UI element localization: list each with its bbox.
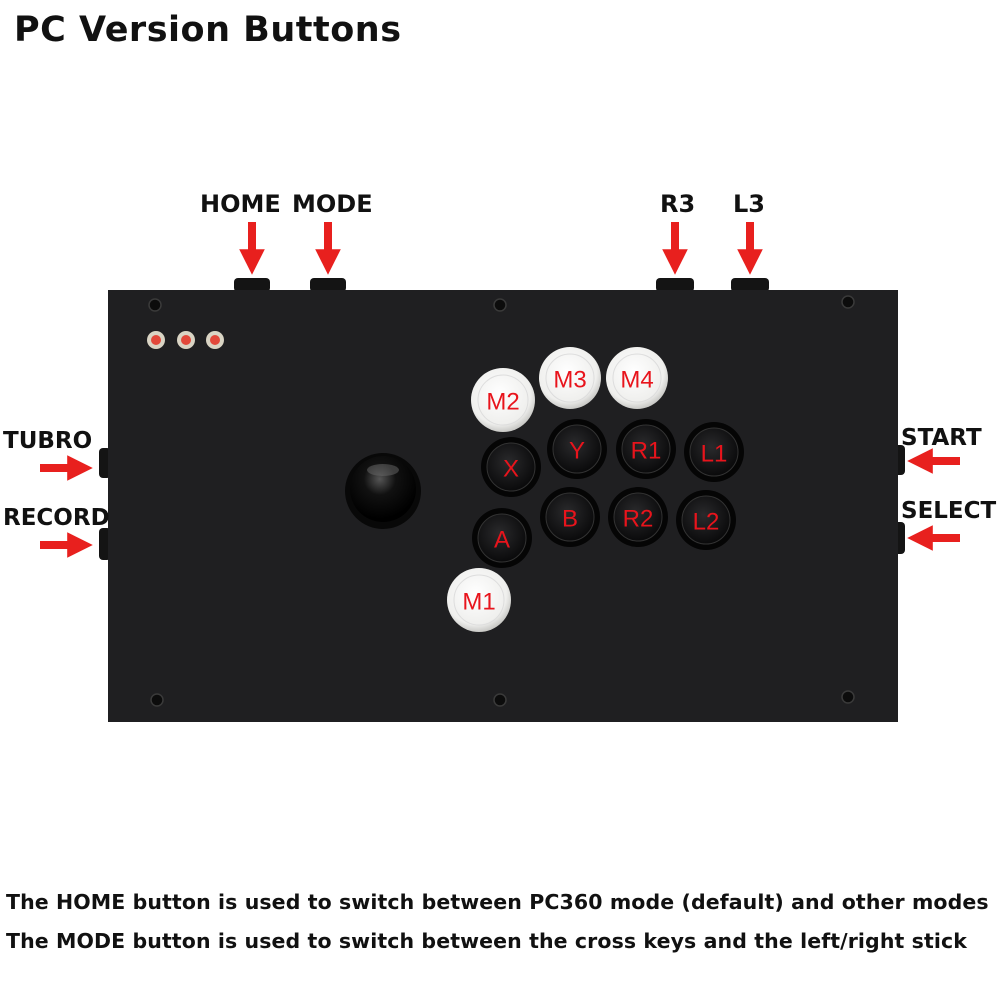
button-x[interactable]: X — [481, 437, 541, 497]
start-label: START — [901, 425, 982, 451]
button-r2[interactable]: R2 — [608, 487, 668, 547]
button-l1-label: L1 — [701, 441, 728, 468]
button-b[interactable]: B — [540, 487, 600, 547]
button-r2-label: R2 — [623, 506, 654, 533]
button-m3-label: M3 — [553, 367, 586, 394]
button-l1[interactable]: L1 — [684, 422, 744, 482]
button-x-label: X — [503, 456, 519, 483]
controller-board — [108, 290, 898, 722]
joystick[interactable] — [345, 453, 421, 529]
r3-port[interactable] — [656, 278, 694, 292]
select-label: SELECT — [901, 498, 997, 524]
page-title: PC Version Buttons — [14, 10, 402, 50]
button-r1[interactable]: R1 — [616, 419, 676, 479]
button-m1-label: M1 — [462, 589, 495, 616]
mode-label: MODE — [292, 190, 373, 218]
arrows — [40, 222, 960, 558]
note-home: The HOME button is used to switch betwee… — [6, 890, 989, 914]
r3-label: R3 — [660, 190, 695, 218]
button-m4[interactable]: M4 — [606, 347, 668, 409]
l3-label: L3 — [733, 190, 765, 218]
home-label: HOME — [200, 190, 281, 218]
led-indicators — [147, 331, 224, 349]
mode-port[interactable] — [310, 278, 346, 292]
button-m4-label: M4 — [620, 367, 653, 394]
button-l2-label: L2 — [693, 509, 720, 536]
note-mode: The MODE button is used to switch betwee… — [6, 929, 967, 953]
button-m3[interactable]: M3 — [539, 347, 601, 409]
turbo-label: TUBRO — [3, 428, 92, 454]
button-a-label: A — [494, 527, 510, 554]
home-port[interactable] — [234, 278, 270, 292]
button-m2[interactable]: M2 — [471, 368, 535, 432]
top-ports — [234, 278, 769, 292]
button-m2-label: M2 — [486, 389, 519, 416]
button-r1-label: R1 — [631, 438, 662, 465]
button-b-label: B — [562, 506, 578, 533]
button-l2[interactable]: L2 — [676, 490, 736, 550]
screws — [148, 295, 855, 707]
button-a[interactable]: A — [472, 508, 532, 568]
l3-port[interactable] — [731, 278, 769, 292]
button-y-label: Y — [569, 438, 585, 465]
record-label: RECORD — [3, 505, 110, 531]
button-m1[interactable]: M1 — [447, 568, 511, 632]
button-y[interactable]: Y — [547, 419, 607, 479]
